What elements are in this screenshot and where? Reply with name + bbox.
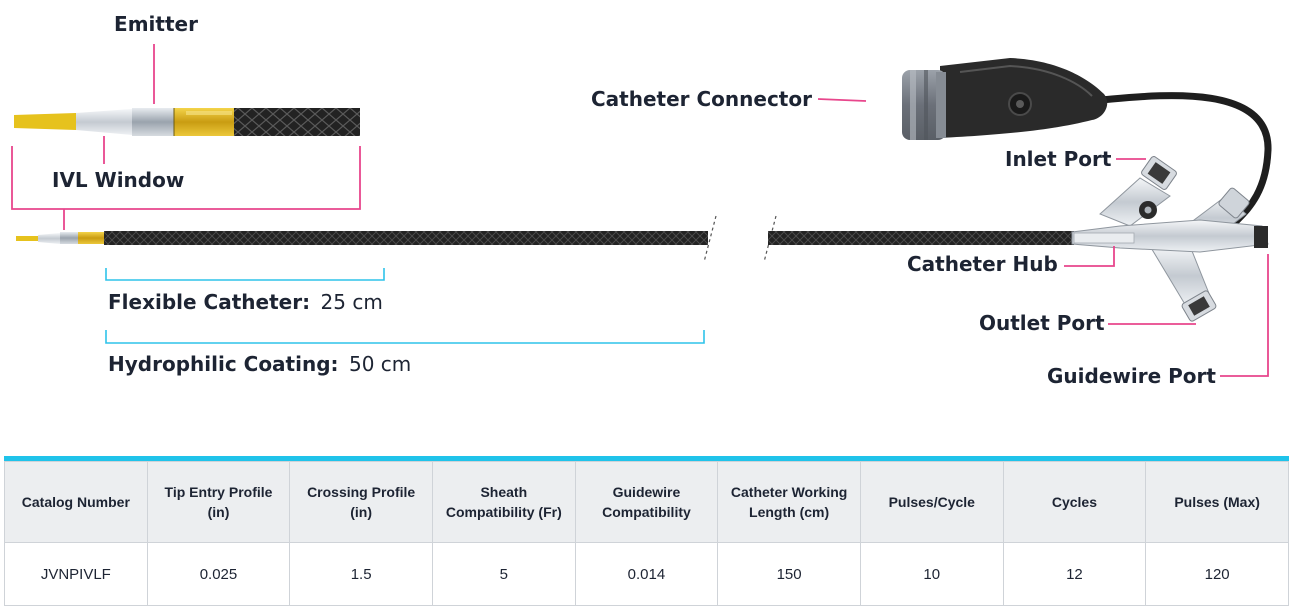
table-cell: 0.014	[574, 542, 719, 606]
hydrophilic-coating-value: 50 cm	[349, 352, 411, 376]
table-header-cell: Crossing Profile (in)	[289, 461, 433, 543]
table-header-cell: Catalog Number	[4, 461, 148, 543]
table-accent-bar	[4, 456, 1289, 461]
table-header-text: Pulses/Cycle	[888, 494, 975, 510]
flexible-catheter-bracket	[105, 268, 385, 281]
table-header-text: Compatibility	[602, 504, 691, 520]
outlet-port-label: Outlet Port	[979, 311, 1105, 335]
catheter-shaft	[16, 215, 1074, 263]
hydrophilic-coating-name: Hydrophilic Coating:	[108, 352, 339, 376]
ivl-window-callout: IVL Window	[52, 136, 184, 192]
table-header-cell: Pulses/Cycle	[859, 461, 1004, 543]
shaft-right-section	[768, 231, 1074, 245]
emitter-band	[132, 108, 174, 136]
catheter-hub-label: Catheter Hub	[907, 252, 1058, 276]
shaft-left-section	[104, 231, 708, 245]
table-header-text: Compatibility (Fr)	[445, 504, 562, 520]
guidewire-port-label: Guidewire Port	[1047, 364, 1216, 388]
table-cell: 150	[717, 542, 861, 606]
inlet-port-label: Inlet Port	[1005, 147, 1112, 171]
outlet-port-callout: Outlet Port	[979, 311, 1196, 335]
emitter-callout: Emitter	[114, 12, 198, 104]
ivl-window-label: IVL Window	[52, 168, 184, 192]
catheter-hub-illustration	[1071, 156, 1269, 322]
braided-shaft-zoom	[234, 108, 360, 136]
table-cell: 10	[859, 542, 1004, 606]
connector-cable	[1096, 92, 1272, 230]
table-header-cell: Pulses (Max)	[1145, 461, 1289, 543]
hydrophilic-coating-bracket	[105, 330, 705, 344]
guidewire-port-callout: Guidewire Port	[1047, 254, 1269, 388]
table-header-text: Catheter Working	[730, 484, 848, 500]
catheter-tip-zoom	[14, 108, 360, 136]
catheter-connector-illustration	[902, 58, 1272, 230]
catheter-diagram: Emitter IVL Window Flexible Catheter: 25…	[11, 12, 1272, 388]
table-cell: 1.5	[289, 542, 433, 606]
tip-yellow-segment	[14, 113, 76, 130]
table-header-text: Guidewire	[612, 484, 681, 500]
table-header-cell: Cycles	[1002, 461, 1147, 543]
table-cell: JVNPIVLF	[4, 542, 148, 606]
ivl-window-taper	[76, 109, 132, 135]
table-header-text: (in)	[207, 504, 230, 520]
table-header-text: Catalog Number	[21, 494, 130, 510]
table-header-text: Cycles	[1051, 494, 1097, 510]
flexible-catheter-text: Flexible Catheter: 25 cm	[108, 290, 383, 314]
flexible-catheter-value: 25 cm	[321, 290, 383, 314]
table-cell: 120	[1145, 542, 1289, 606]
table-header-cell: Tip Entry Profile (in)	[146, 461, 291, 543]
table-header-text: (in)	[350, 504, 373, 520]
inlet-port-callout: Inlet Port	[1005, 147, 1146, 171]
zoom-bracket	[11, 146, 361, 210]
table-cell: 12	[1002, 542, 1147, 606]
catheter-hub-callout: Catheter Hub	[907, 246, 1115, 276]
catheter-connector-label: Catheter Connector	[591, 87, 812, 111]
flexible-catheter-name: Flexible Catheter:	[108, 290, 310, 314]
table-header-text: Length (cm)	[749, 504, 830, 520]
table-cell: 5	[431, 542, 576, 606]
table-cell: 0.025	[146, 542, 291, 606]
emitter-label: Emitter	[114, 12, 198, 36]
hydrophilic-coating-text: Hydrophilic Coating: 50 cm	[108, 352, 411, 376]
table-header-text: Sheath	[480, 484, 528, 500]
catheter-connector-callout: Catheter Connector	[591, 87, 867, 111]
table-header-text: Crossing Profile	[307, 484, 416, 500]
table-header-text: Pulses (Max)	[1174, 494, 1260, 510]
table-header-text: Tip Entry Profile	[164, 484, 273, 500]
